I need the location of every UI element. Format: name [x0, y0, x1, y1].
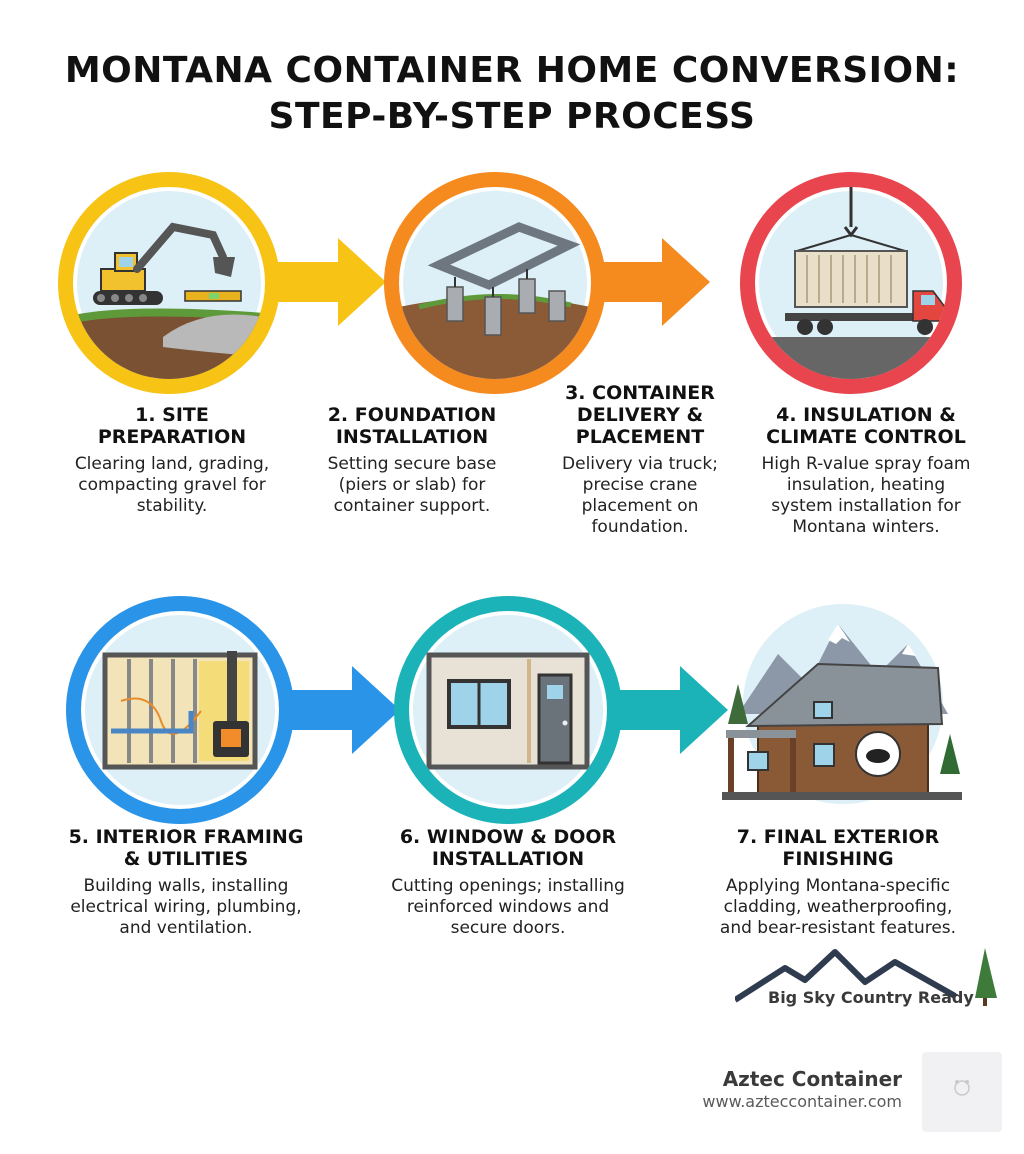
step-6-title: 6. WINDOW & DOOR INSTALLATION — [388, 826, 628, 870]
step-4-desc-line: system installation for — [771, 496, 961, 516]
step-5-title: 5. INTERIOR FRAMING & UTILITIES — [56, 826, 316, 870]
step-4-title-line: CLIMATE CONTROL — [766, 426, 966, 448]
step-1-desc-line: stability. — [136, 496, 208, 516]
step-1-text: 1. SITE PREPARATION Clearing land, gradi… — [52, 404, 292, 517]
step-4-desc-line: High R-value spray foam — [761, 454, 971, 474]
step-2-text: 2. FOUNDATION INSTALLATION Setting secur… — [302, 404, 522, 517]
step-3-text: 3. CONTAINER DELIVERY & PLACEMENT Delive… — [530, 382, 750, 538]
footer-url[interactable]: www.azteccontainer.com — [702, 1092, 902, 1111]
framing-icon — [85, 615, 275, 805]
mountain-outline-icon — [735, 948, 997, 1006]
step-1-title: 1. SITE PREPARATION — [52, 404, 292, 448]
step-7-title-line: 7. FINAL EXTERIOR — [736, 826, 940, 848]
arrow-1-to-2 — [268, 238, 386, 326]
bear-logo-icon — [954, 1080, 970, 1096]
step-2-desc-line: container support. — [333, 496, 491, 516]
step-3-desc-line: placement on — [581, 496, 699, 516]
step-7-desc: Applying Montana-specific cladding, weat… — [708, 876, 968, 939]
title-line-2: STEP-BY-STEP PROCESS — [268, 96, 756, 137]
step-3-title-line: DELIVERY & — [576, 404, 704, 426]
step-7-desc-line: cladding, weatherproofing, — [723, 897, 953, 917]
step-5-title-line: & UTILITIES — [123, 848, 249, 870]
step-4-title: 4. INSULATION & CLIMATE CONTROL — [746, 404, 986, 448]
step-3-circle — [740, 172, 962, 394]
step-7-title-line: FINISHING — [782, 848, 894, 870]
step-1-desc-line: Clearing land, grading, — [74, 454, 270, 474]
step-5-circle — [66, 596, 294, 824]
step-4-title-line: 4. INSULATION & — [776, 404, 956, 426]
step-1-title-line: PREPARATION — [97, 426, 247, 448]
step-3-desc: Delivery via truck; precise crane placem… — [530, 454, 750, 538]
step-3-title: 3. CONTAINER DELIVERY & PLACEMENT — [530, 382, 750, 448]
arrow-6-to-7 — [610, 666, 728, 754]
tagline-badge: Big Sky Country Ready — [735, 938, 1005, 1018]
step-6-desc-line: reinforced windows and — [406, 897, 610, 917]
step-2-desc-line: Setting secure base — [327, 454, 497, 474]
page-title: MONTANA CONTAINER HOME CONVERSION: STEP-… — [0, 48, 1024, 140]
step-2-title: 2. FOUNDATION INSTALLATION — [302, 404, 522, 448]
step-2-title-line: 2. FOUNDATION — [327, 404, 497, 426]
step-2-desc: Setting secure base (piers or slab) for … — [302, 454, 522, 517]
step-2-circle — [384, 172, 606, 394]
step-7-title: 7. FINAL EXTERIOR FINISHING — [708, 826, 968, 870]
arrow-2-to-3 — [592, 238, 710, 326]
step-6-title-line: INSTALLATION — [431, 848, 585, 870]
step-5-desc: Building walls, installing electrical wi… — [56, 876, 316, 939]
step-7-text: 7. FINAL EXTERIOR FINISHING Applying Mon… — [708, 826, 968, 939]
step-1-title-line: 1. SITE — [135, 404, 209, 426]
arrow-5-to-6 — [282, 666, 400, 754]
truck-crane-icon — [755, 187, 947, 379]
step-6-text: 6. WINDOW & DOOR INSTALLATION Cutting op… — [388, 826, 628, 939]
cabin-icon — [722, 604, 962, 804]
step-4-desc-line: insulation, heating — [786, 475, 946, 495]
company-logo — [922, 1052, 1002, 1132]
step-5-text: 5. INTERIOR FRAMING & UTILITIES Building… — [56, 826, 316, 939]
window-door-icon — [413, 615, 603, 805]
step-1-desc: Clearing land, grading, compacting grave… — [52, 454, 292, 517]
step-1-desc-line: compacting gravel for — [78, 475, 266, 495]
step-6-desc-line: Cutting openings; installing — [391, 876, 625, 896]
step-1-circle — [58, 172, 280, 394]
step-3-desc-line: precise crane — [582, 475, 698, 495]
step-5-desc-line: electrical wiring, plumbing, — [70, 897, 302, 917]
foundation-icon — [399, 191, 591, 379]
step-2-desc-line: (piers or slab) for — [338, 475, 486, 495]
step-5-desc-line: and ventilation. — [119, 918, 253, 938]
step-5-desc-line: Building walls, installing — [83, 876, 289, 896]
step-6-desc-line: secure doors. — [450, 918, 566, 938]
step-5-title-line: 5. INTERIOR FRAMING — [68, 826, 304, 848]
step-4-desc-line: Montana winters. — [792, 517, 940, 537]
footer-company-name: Aztec Container — [722, 1067, 902, 1091]
step-4-text: 4. INSULATION & CLIMATE CONTROL High R-v… — [746, 404, 986, 538]
step-6-desc: Cutting openings; installing reinforced … — [388, 876, 628, 939]
step-6-title-line: 6. WINDOW & DOOR — [399, 826, 617, 848]
step-4-desc: High R-value spray foam insulation, heat… — [746, 454, 986, 538]
step-7-desc-line: and bear-resistant features. — [719, 918, 957, 938]
step-2-title-line: INSTALLATION — [335, 426, 489, 448]
step-7-desc-line: Applying Montana-specific — [725, 876, 951, 896]
step-3-title-line: 3. CONTAINER — [565, 382, 715, 404]
step-6-circle — [394, 596, 622, 824]
step-3-desc-line: Delivery via truck; — [562, 454, 718, 474]
step-3-desc-line: foundation. — [591, 517, 689, 537]
tagline-text: Big Sky Country Ready — [768, 988, 974, 1007]
step-3-title-line: PLACEMENT — [575, 426, 705, 448]
excavator-icon — [73, 191, 265, 379]
step-7-circle — [718, 604, 968, 814]
title-line-1: MONTANA CONTAINER HOME CONVERSION: — [64, 50, 960, 91]
